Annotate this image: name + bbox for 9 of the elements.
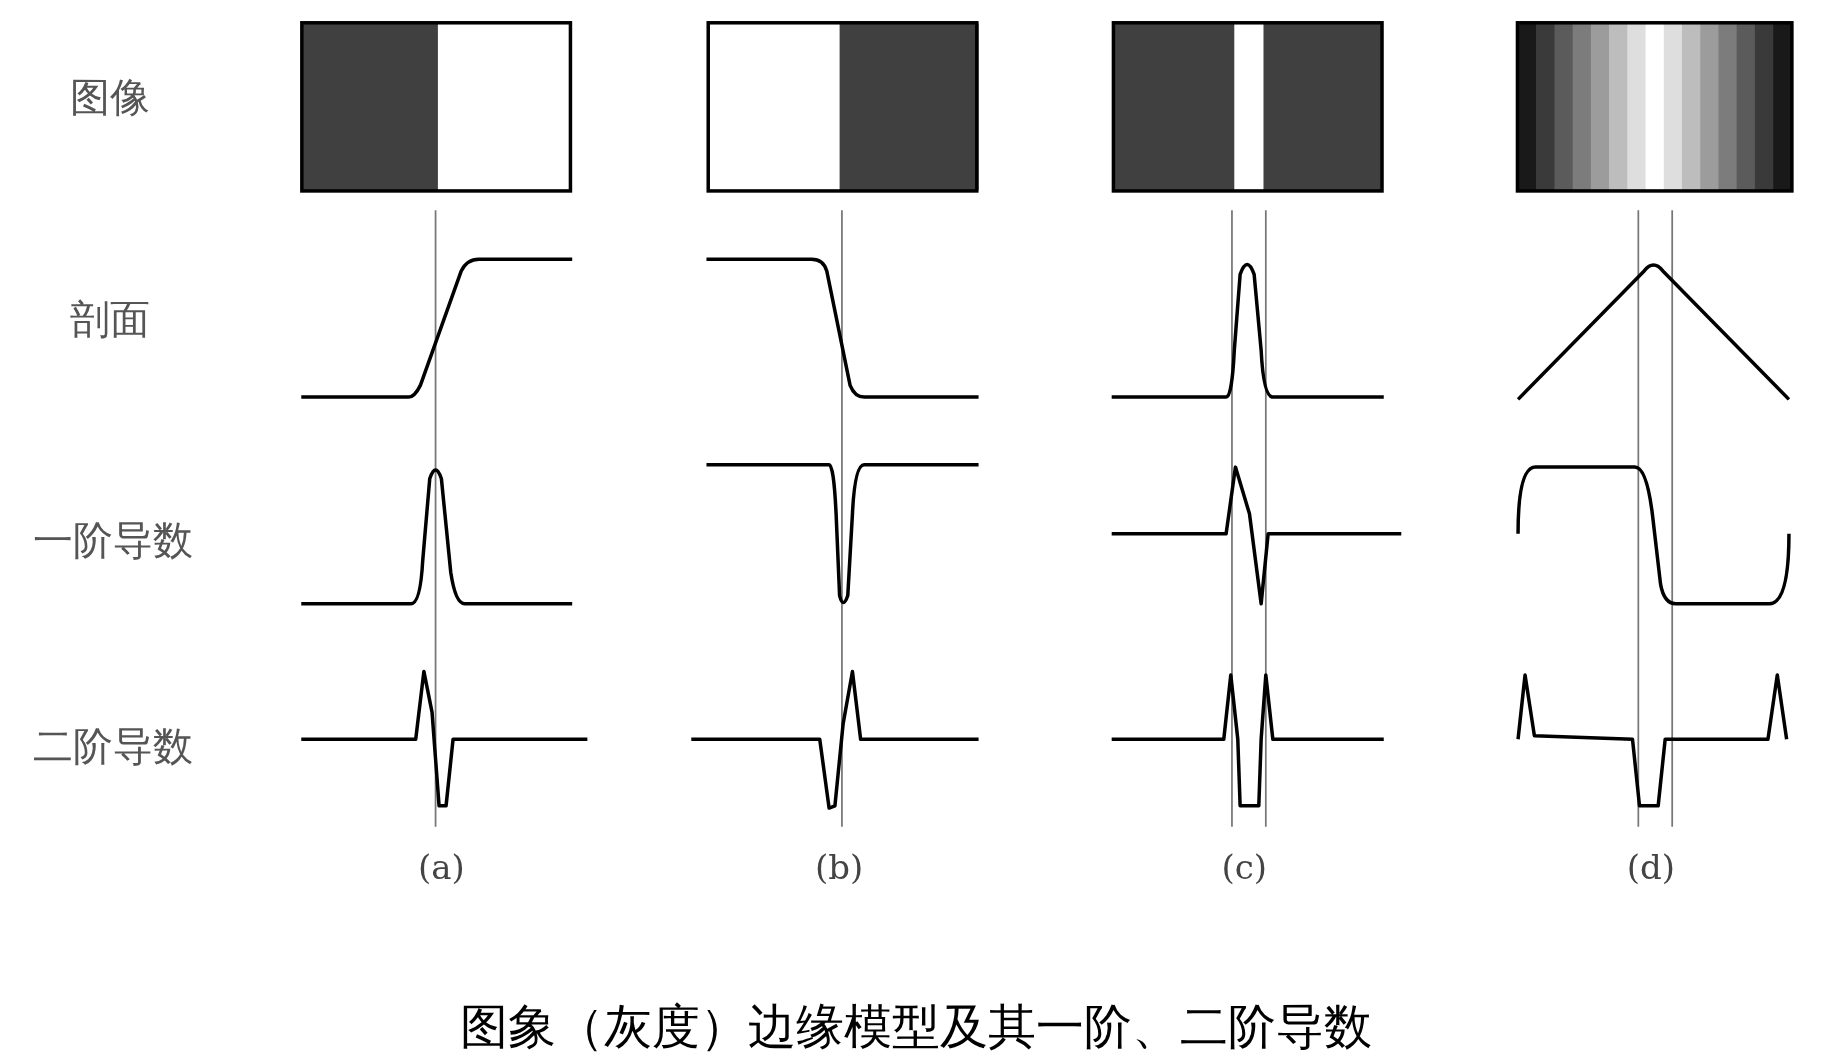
panel-label: (c) <box>1221 850 1267 885</box>
panel-label: (b) <box>815 850 864 885</box>
row-label: 二阶导数 <box>32 726 193 767</box>
figure-caption: 图象（灰度）边缘模型及其一阶、二阶导数 <box>458 1001 1373 1050</box>
row-label: 一阶导数 <box>32 519 193 560</box>
row-label: 图像 <box>70 77 151 118</box>
panel-label: (a) <box>418 850 465 885</box>
panel-label: (d) <box>1626 850 1675 885</box>
row-label: 剖面 <box>70 298 151 339</box>
